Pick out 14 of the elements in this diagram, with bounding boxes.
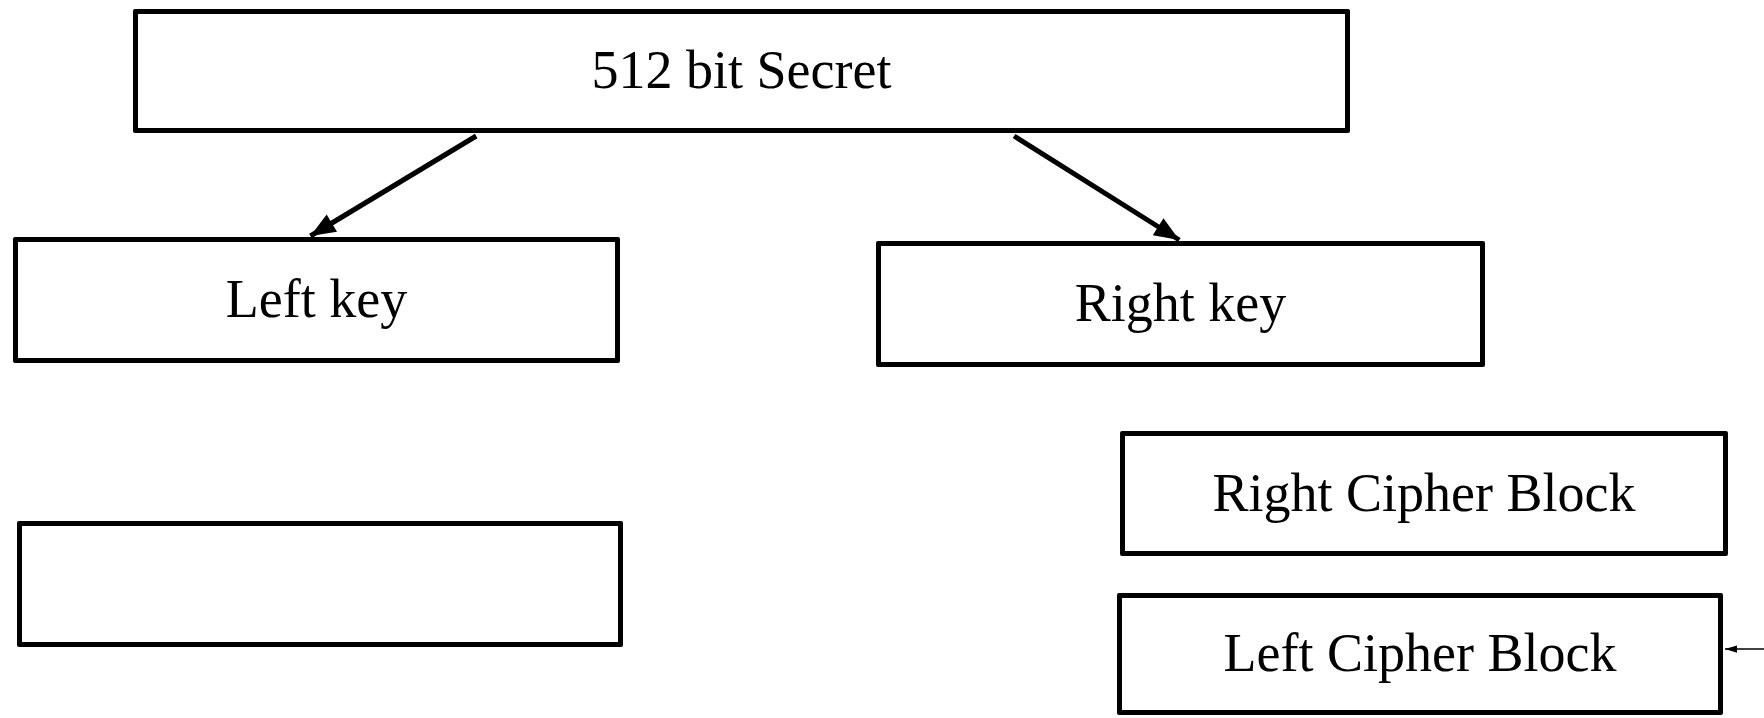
process-box <box>876 241 1485 367</box>
empty-box <box>17 521 623 647</box>
arrow <box>309 133 478 239</box>
box-label: Right Cipher Block <box>1212 463 1636 524</box>
box-label: Left key <box>225 270 408 330</box>
box-label: Left Cipher Block <box>1223 624 1617 684</box>
box-label: 512 bit Secret <box>591 41 892 101</box>
box-label: Right key <box>1074 274 1287 334</box>
arrow <box>1012 133 1181 243</box>
process-box <box>1117 593 1723 715</box>
process-box <box>133 9 1350 133</box>
arrow <box>1724 645 1764 653</box>
process-box <box>13 237 620 363</box>
process-box <box>1120 431 1728 556</box>
